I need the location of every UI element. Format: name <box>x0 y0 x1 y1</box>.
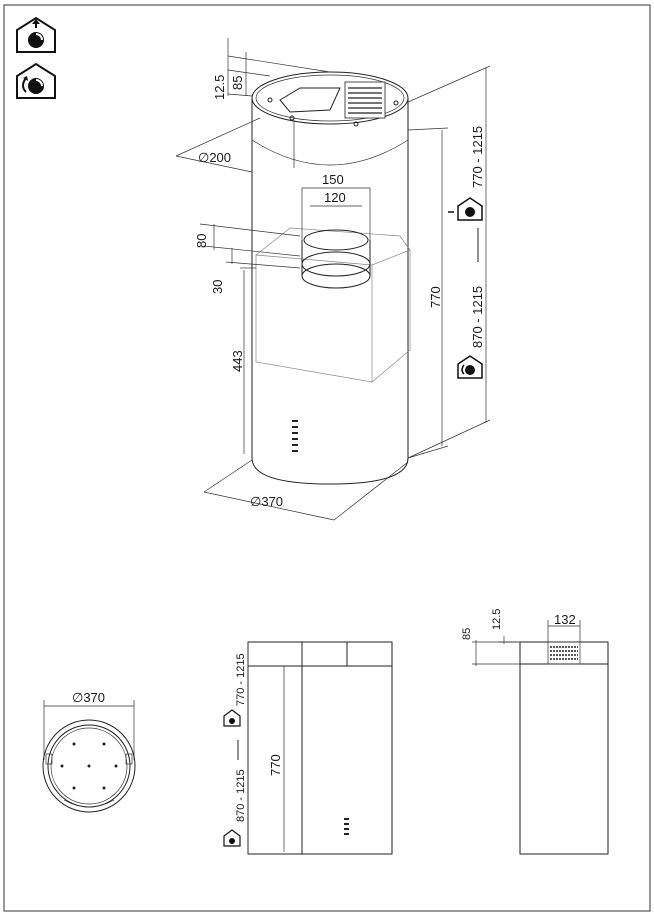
top-vent-grille <box>348 87 382 114</box>
front-view: 132 85 12.5 <box>461 609 609 855</box>
dim-outlet-diameter: ∅200 <box>198 150 231 165</box>
side-view: 770 770 - 1215 870 - 1215 <box>223 641 393 855</box>
dim-spigot-height: 80 <box>194 234 209 248</box>
dim-spigot-outer: 150 <box>322 172 344 187</box>
dim-lower-height: 443 <box>230 350 245 372</box>
dim-body-height: 770 <box>428 286 443 308</box>
dim-top-collar: 12.5 <box>212 75 227 100</box>
dim-top-band: 85 <box>230 76 245 90</box>
dim-spigot-offset: 30 <box>210 280 225 294</box>
control-buttons <box>292 420 298 452</box>
dim-range-extraction: 770 - 1215 <box>470 126 485 188</box>
side-range-extraction: 770 - 1215 <box>235 653 247 706</box>
house-fan-recirculation-icon <box>16 62 56 99</box>
front-grille-width: 132 <box>554 612 576 627</box>
dim-spigot-inner: 120 <box>324 190 346 205</box>
recirculation-mode-icon <box>457 355 483 379</box>
house-fan-extraction-icon <box>16 16 56 53</box>
side-body-height: 770 <box>268 754 283 776</box>
dim-body-diameter: ∅370 <box>250 494 283 509</box>
page-border <box>3 4 651 912</box>
front-collar-height: 12.5 <box>491 609 503 630</box>
front-band-height: 85 <box>461 628 473 640</box>
top-view: ∅370 <box>42 690 136 813</box>
side-range-recirculation: 870 - 1215 <box>235 769 247 822</box>
top-view-diameter: ∅370 <box>72 690 105 705</box>
bottom-rim <box>251 457 409 485</box>
extraction-mode-icon <box>448 197 483 221</box>
dim-range-recirculation: 870 - 1215 <box>470 286 485 348</box>
perspective-view: 12.5 85 ∅200 150 120 80 30 443 770 <box>175 38 491 521</box>
